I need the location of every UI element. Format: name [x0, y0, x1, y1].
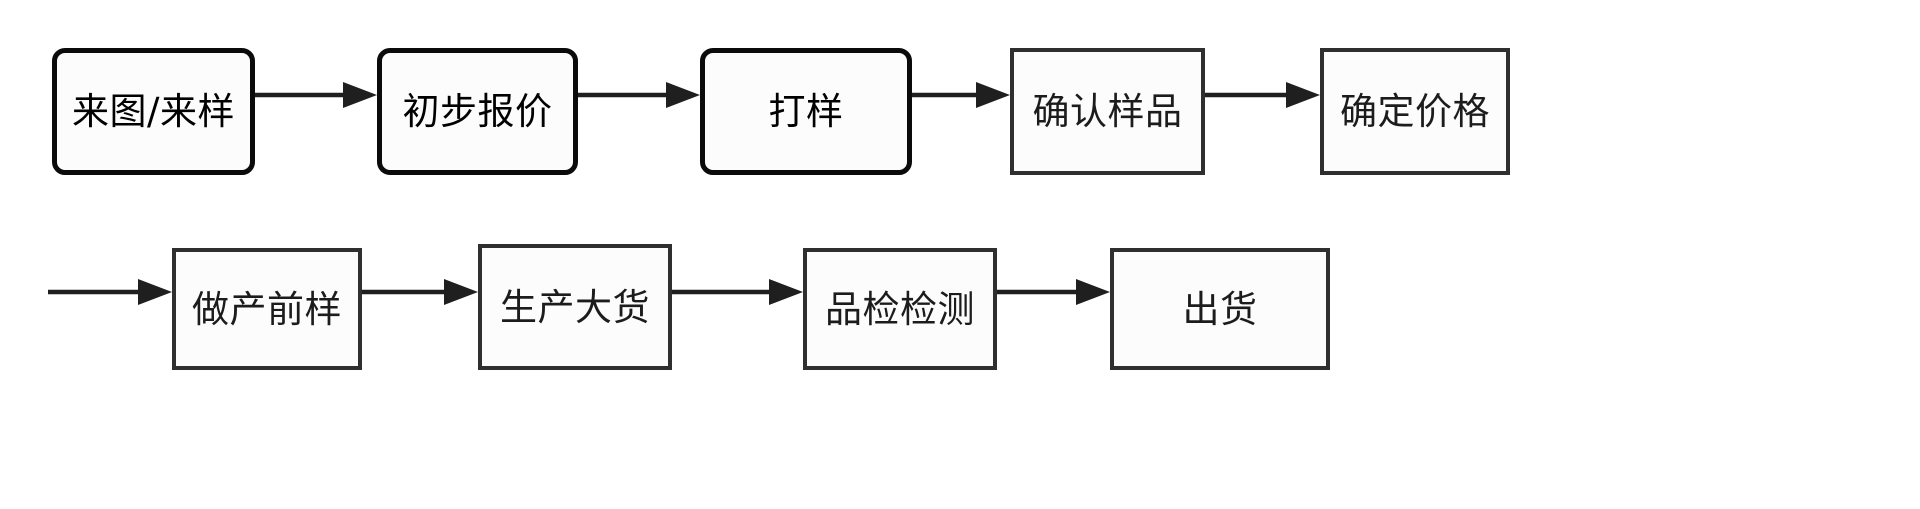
process-node-出货[interactable]: 出货 — [1110, 248, 1330, 370]
connector-arrow — [578, 78, 700, 112]
process-node-品检检测[interactable]: 品检检测 — [803, 248, 997, 370]
process-node-label: 出货 — [1182, 287, 1258, 331]
process-node-打样[interactable]: 打样 — [700, 48, 912, 175]
process-node-label: 打样 — [768, 90, 844, 133]
process-node-label: 品检检测 — [825, 287, 975, 331]
process-node-确定价格[interactable]: 确定价格 — [1320, 48, 1510, 175]
connector-arrow — [1205, 78, 1320, 112]
connector-arrow — [672, 275, 803, 309]
connector-arrow — [912, 78, 1010, 112]
process-node-label: 确定价格 — [1340, 90, 1490, 133]
process-node-生产大货[interactable]: 生产大货 — [478, 244, 672, 370]
process-node-初步报价[interactable]: 初步报价 — [377, 48, 578, 175]
process-node-label: 确认样品 — [1032, 90, 1183, 133]
process-node-label: 初步报价 — [402, 90, 553, 133]
process-node-做产前样[interactable]: 做产前样 — [172, 248, 362, 370]
process-node-label: 做产前样 — [192, 287, 342, 331]
process-node-确认样品[interactable]: 确认样品 — [1010, 48, 1205, 175]
connector-arrow — [362, 275, 478, 309]
connector-arrow — [255, 78, 377, 112]
connector-arrow — [48, 275, 172, 309]
connector-arrow — [997, 275, 1110, 309]
process-node-来图/来样[interactable]: 来图/来样 — [52, 48, 255, 175]
process-node-label: 生产大货 — [500, 285, 650, 329]
process-node-label: 来图/来样 — [72, 90, 235, 133]
